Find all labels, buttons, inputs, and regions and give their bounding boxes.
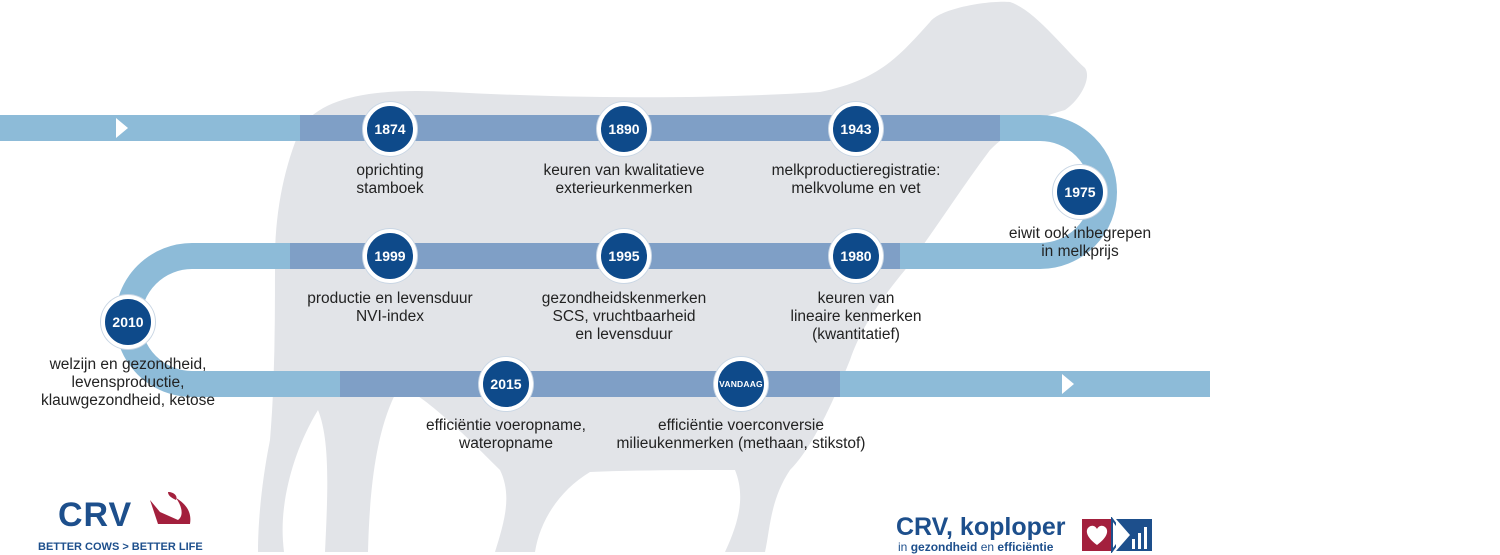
cow-horn-icon: [150, 492, 191, 524]
arrow-icon: [1062, 374, 1074, 394]
crv-logo: CRV BETTER COWS > BETTER LIFE: [38, 490, 208, 553]
caption-line: melkproductieregistratie:: [771, 162, 941, 179]
year-node: 2015: [479, 357, 533, 411]
crv-koploper-logo: CRV, koploper in gezondheid en efficiënt…: [896, 513, 1166, 555]
crv-tagline: BETTER COWS > BETTER LIFE: [38, 541, 203, 553]
heart-chart-icon: [1082, 517, 1152, 553]
caption-line: oprichting: [356, 162, 424, 179]
caption-line: welzijn en gezondheid,: [49, 356, 207, 373]
year-node: 1943: [829, 102, 883, 156]
year-node: 1999: [363, 229, 417, 283]
year-node: 1975: [1053, 165, 1107, 219]
caption-line: gezondheidskenmerken: [541, 290, 707, 307]
caption-line: en levensduur: [575, 326, 673, 343]
caption-line: levensproductie,: [71, 374, 185, 391]
caption-line: (kwantitatief): [812, 326, 900, 343]
caption-line: NVI-index: [355, 308, 425, 325]
year-node: 1874: [363, 102, 417, 156]
milestone-caption: welzijn en gezondheid,levensproductie,kl…: [41, 356, 215, 410]
caption-line: milieukenmerken (methaan, stikstof): [616, 435, 866, 452]
crv-logo-text: CRV: [58, 496, 133, 534]
year-node: 2010: [101, 295, 155, 349]
year-node: VANDAAG: [714, 357, 768, 411]
koploper-title: CRV, koploper: [896, 513, 1066, 541]
milestone-caption: melkproductieregistratie:melkvolume en v…: [772, 162, 941, 198]
year-node: 1995: [597, 229, 651, 283]
caption-line: wateropname: [459, 435, 553, 452]
milestone-caption: efficiëntie voeropname,wateropname: [426, 417, 586, 453]
caption-line: stamboek: [356, 180, 424, 197]
arrow-icon: [116, 118, 128, 138]
year-node: 1890: [597, 102, 651, 156]
caption-line: in melkprijs: [1041, 243, 1119, 260]
caption-line: efficiëntie voerconversie: [658, 417, 824, 434]
caption-line: melkvolume en vet: [791, 180, 921, 197]
caption-line: klauwgezondheid, ketose: [40, 392, 216, 409]
caption-line: lineaire kenmerken: [790, 308, 922, 325]
caption-line: efficiëntie voeropname,: [426, 417, 586, 434]
caption-line: exterieurkenmerken: [555, 180, 693, 197]
caption-line: keuren van: [817, 290, 895, 307]
caption-line: SCS, vruchtbaarheid: [552, 308, 696, 325]
koploper-subtitle: in gezondheid en efficiëntie: [898, 540, 1054, 554]
caption-line: productie en levensduur: [307, 290, 473, 307]
caption-line: eiwit ook inbegrepen: [1008, 225, 1152, 242]
caption-line: keuren van kwalitatieve: [543, 162, 705, 179]
year-node: 1980: [829, 229, 883, 283]
